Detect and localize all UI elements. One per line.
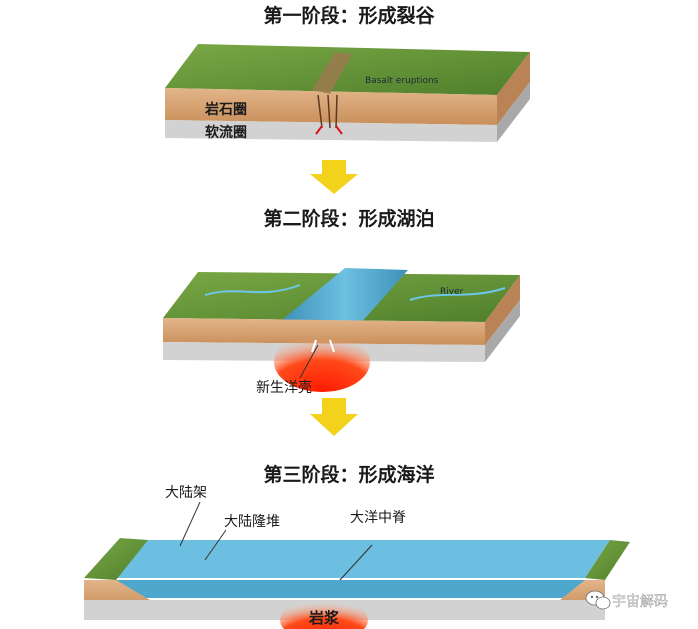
wechat-icon	[585, 590, 611, 610]
down-arrow-2	[310, 398, 358, 436]
magma-label: 岩浆	[308, 609, 340, 627]
down-arrow-1	[310, 160, 358, 194]
watermark-text: 宇宙解码	[612, 594, 668, 610]
rise-label: 大陆隆堆	[224, 514, 280, 530]
shelf-leader	[179, 501, 201, 547]
stage2-block	[163, 268, 520, 392]
stage2-title: 第二阶段：形成湖泊	[263, 207, 434, 230]
rise-leader	[204, 529, 227, 561]
asthenosphere-label: 软流圈	[205, 124, 247, 141]
river-label: River	[440, 287, 464, 297]
new-crust-label: 新生洋壳	[256, 379, 312, 396]
lithosphere-label: 岩石圈	[204, 101, 247, 118]
stage1-title: 第一阶段：形成裂谷	[263, 4, 435, 27]
stage3-title: 第三阶段：形成海洋	[263, 463, 434, 486]
shelf-label: 大陆架	[165, 485, 207, 501]
watermark: 宇宙解码	[585, 590, 668, 610]
stage1-block	[165, 44, 530, 142]
basalt-label: Basalt eruptions	[365, 76, 439, 86]
ridge-label: 大洋中脊	[350, 510, 406, 526]
new-crust-leader	[299, 344, 319, 379]
stage3-block	[84, 538, 630, 629]
